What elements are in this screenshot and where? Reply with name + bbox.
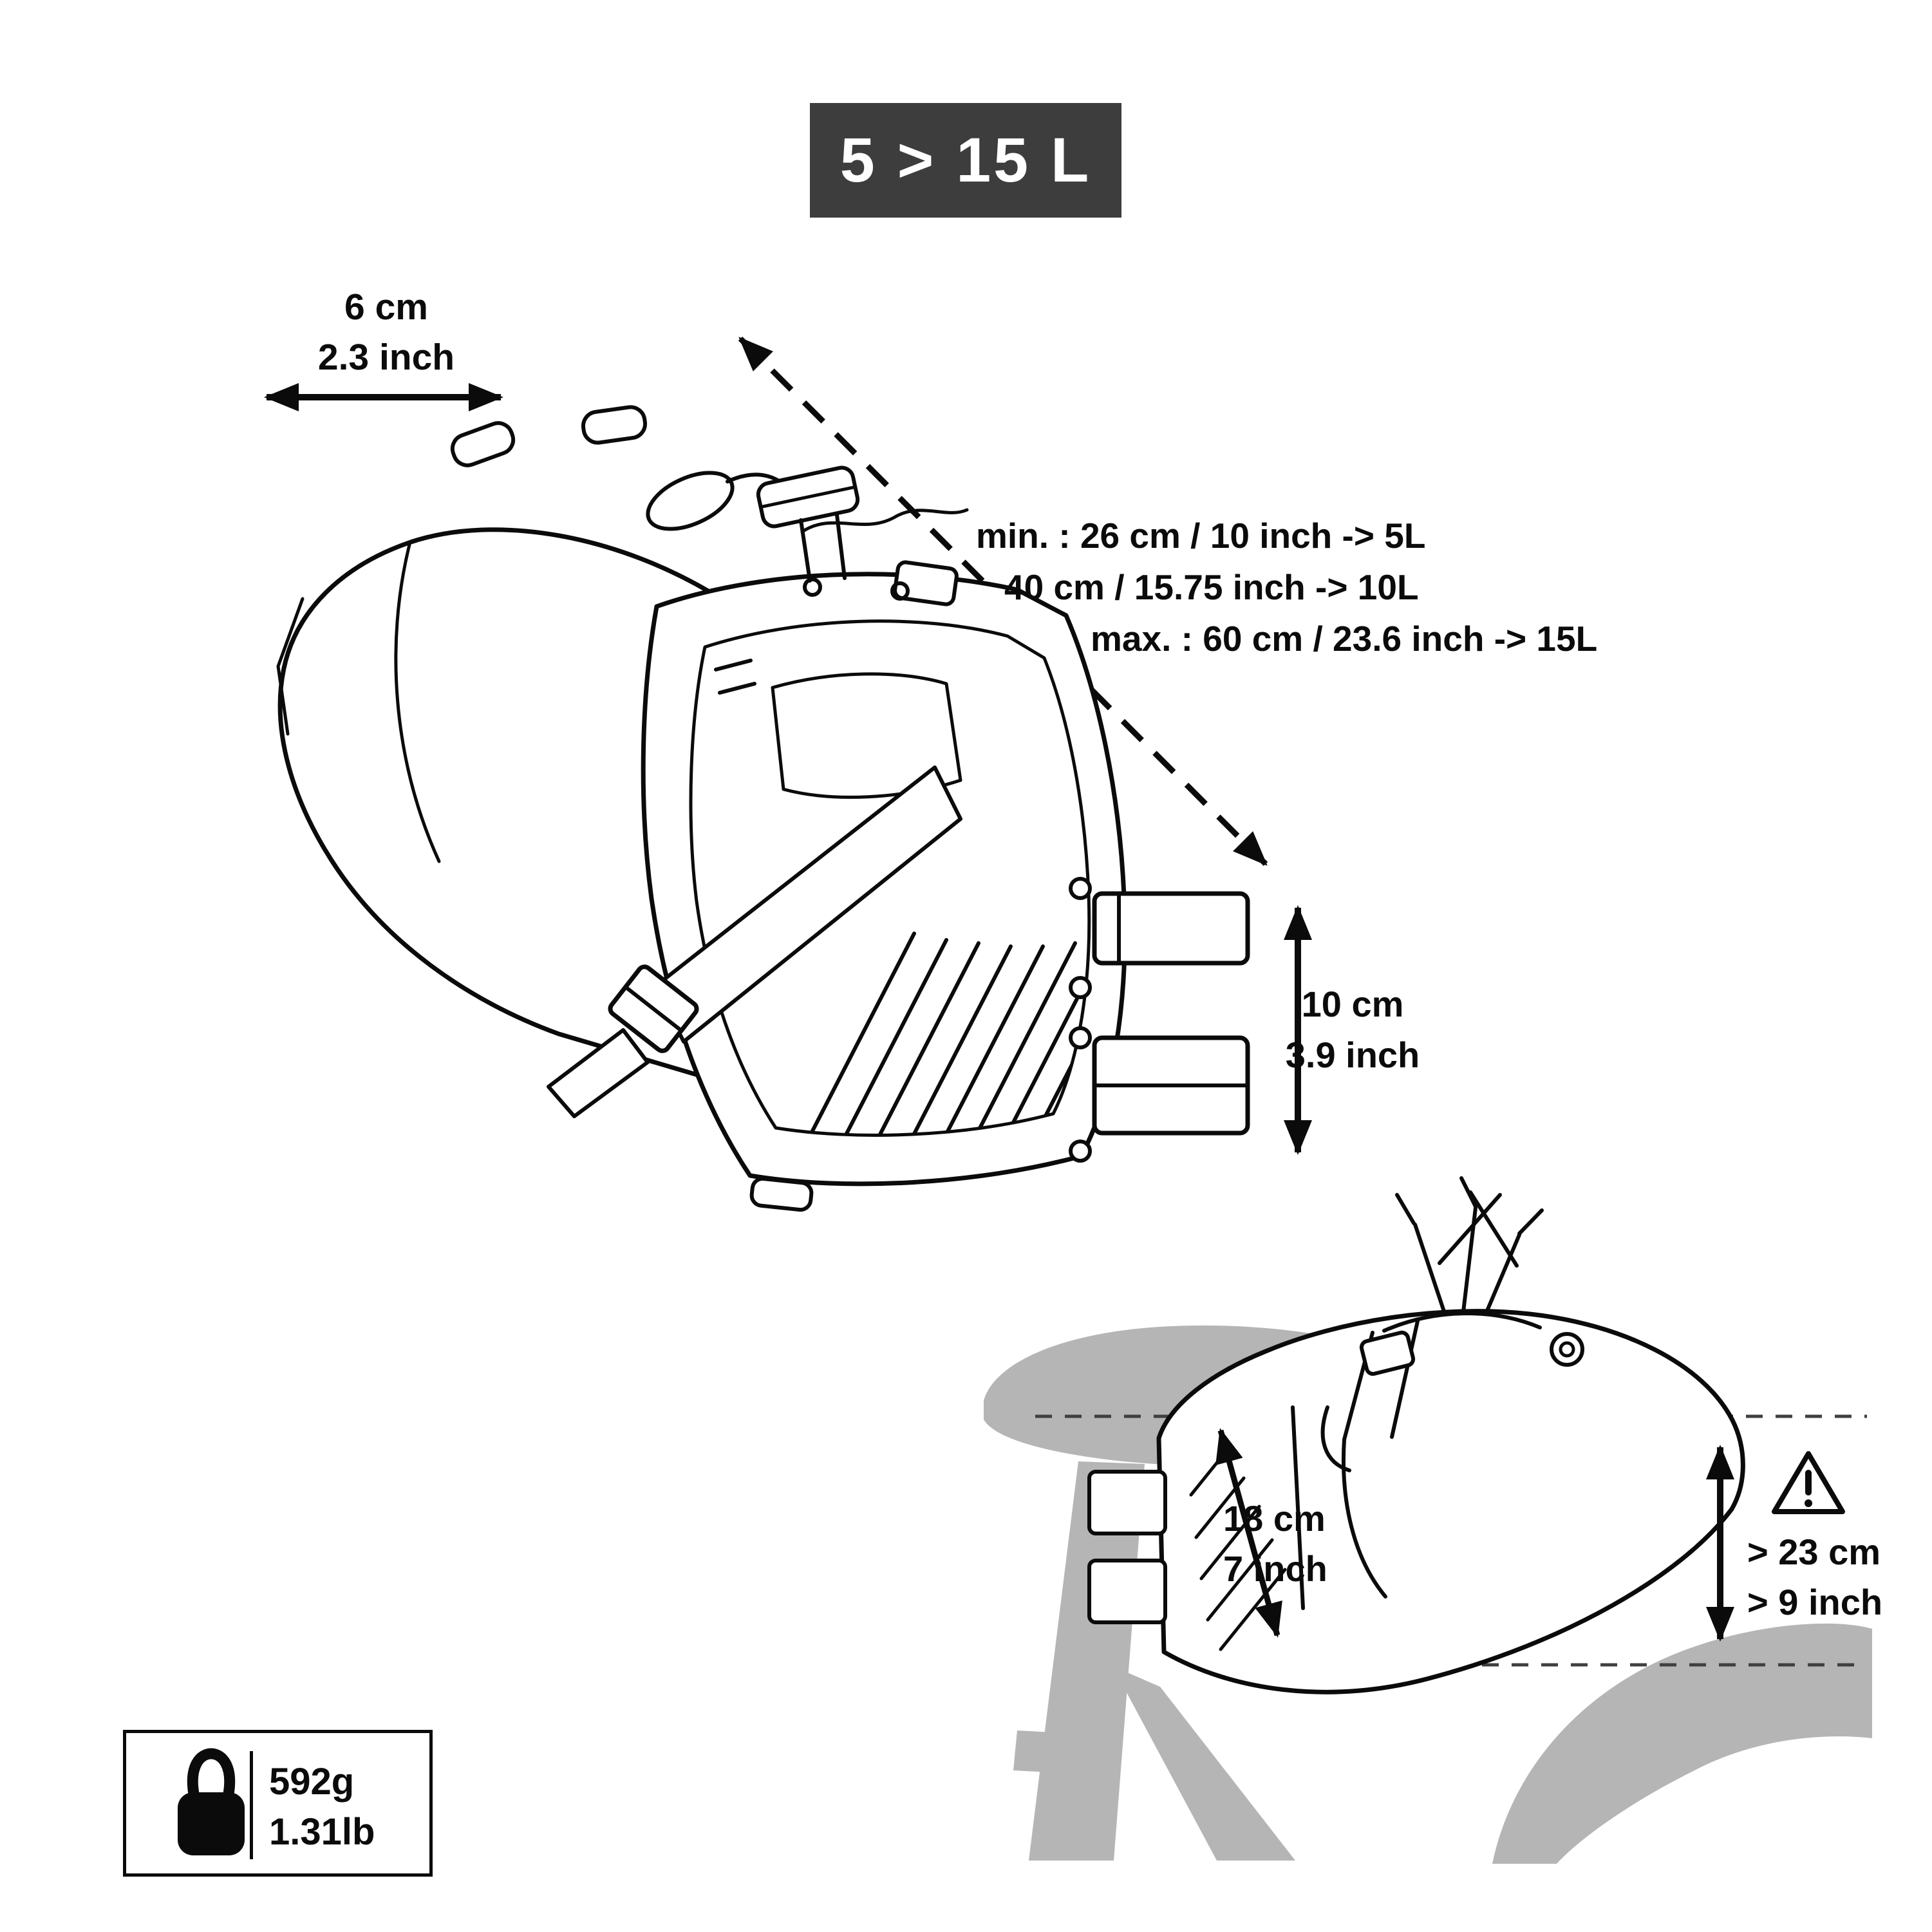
length-spec-min: min. : 26 cm / 10 inch -> 5L bbox=[976, 516, 1426, 556]
seatstay-silhouette bbox=[1112, 1666, 1295, 1861]
mounted-pack-body bbox=[1156, 1309, 1745, 1694]
width-metric: 6 cm bbox=[344, 286, 428, 328]
cinch-cords bbox=[1395, 1176, 1544, 1323]
depth-imperial: 7 inch bbox=[1223, 1548, 1327, 1589]
seat-pack-illustration bbox=[276, 405, 1250, 1212]
compression-strap bbox=[653, 765, 962, 1044]
weight-metric: 592g bbox=[269, 1761, 355, 1803]
volume-badge: 5 > 15 L bbox=[810, 103, 1121, 218]
weight-imperial: 1.31lb bbox=[269, 1811, 375, 1853]
weight-divider bbox=[250, 1751, 253, 1859]
height-metric: 10 cm bbox=[1301, 984, 1404, 1024]
fender-silhouette bbox=[1492, 1623, 1872, 1864]
clearance-metric: > 23 cm bbox=[1747, 1532, 1881, 1572]
clearance-imperial: > 9 inch bbox=[1747, 1582, 1883, 1622]
width-imperial: 2.3 inch bbox=[317, 337, 455, 378]
depth-dimension-label: 18 cm 7 inch bbox=[1223, 1494, 1416, 1594]
seat-pack-mounted-illustration bbox=[1087, 1176, 1745, 1694]
depth-metric: 18 cm bbox=[1223, 1498, 1326, 1539]
weight-info-box: 592g 1.31lb bbox=[123, 1730, 433, 1877]
weight-icon bbox=[178, 1748, 245, 1855]
height-dimension-label: 10 cm 3.9 inch bbox=[1272, 979, 1433, 1080]
height-imperial: 3.9 inch bbox=[1285, 1035, 1420, 1075]
warning-triangle-icon bbox=[1772, 1451, 1845, 1514]
mounting-hardware bbox=[450, 405, 969, 606]
rear-strap-loop-top bbox=[1092, 891, 1250, 966]
width-dimension-label: 6 cm 2.3 inch bbox=[258, 282, 515, 382]
clearance-dimension-label: > 23 cm > 9 inch bbox=[1747, 1527, 1932, 1627]
length-spec-mid: 40 cm / 15.75 inch -> 10L bbox=[1004, 567, 1419, 607]
pack-tail bbox=[277, 527, 727, 1085]
depth-arrow bbox=[1215, 1428, 1282, 1638]
length-spec-max: max. : 60 cm / 23.6 inch -> 15L bbox=[1091, 619, 1598, 659]
